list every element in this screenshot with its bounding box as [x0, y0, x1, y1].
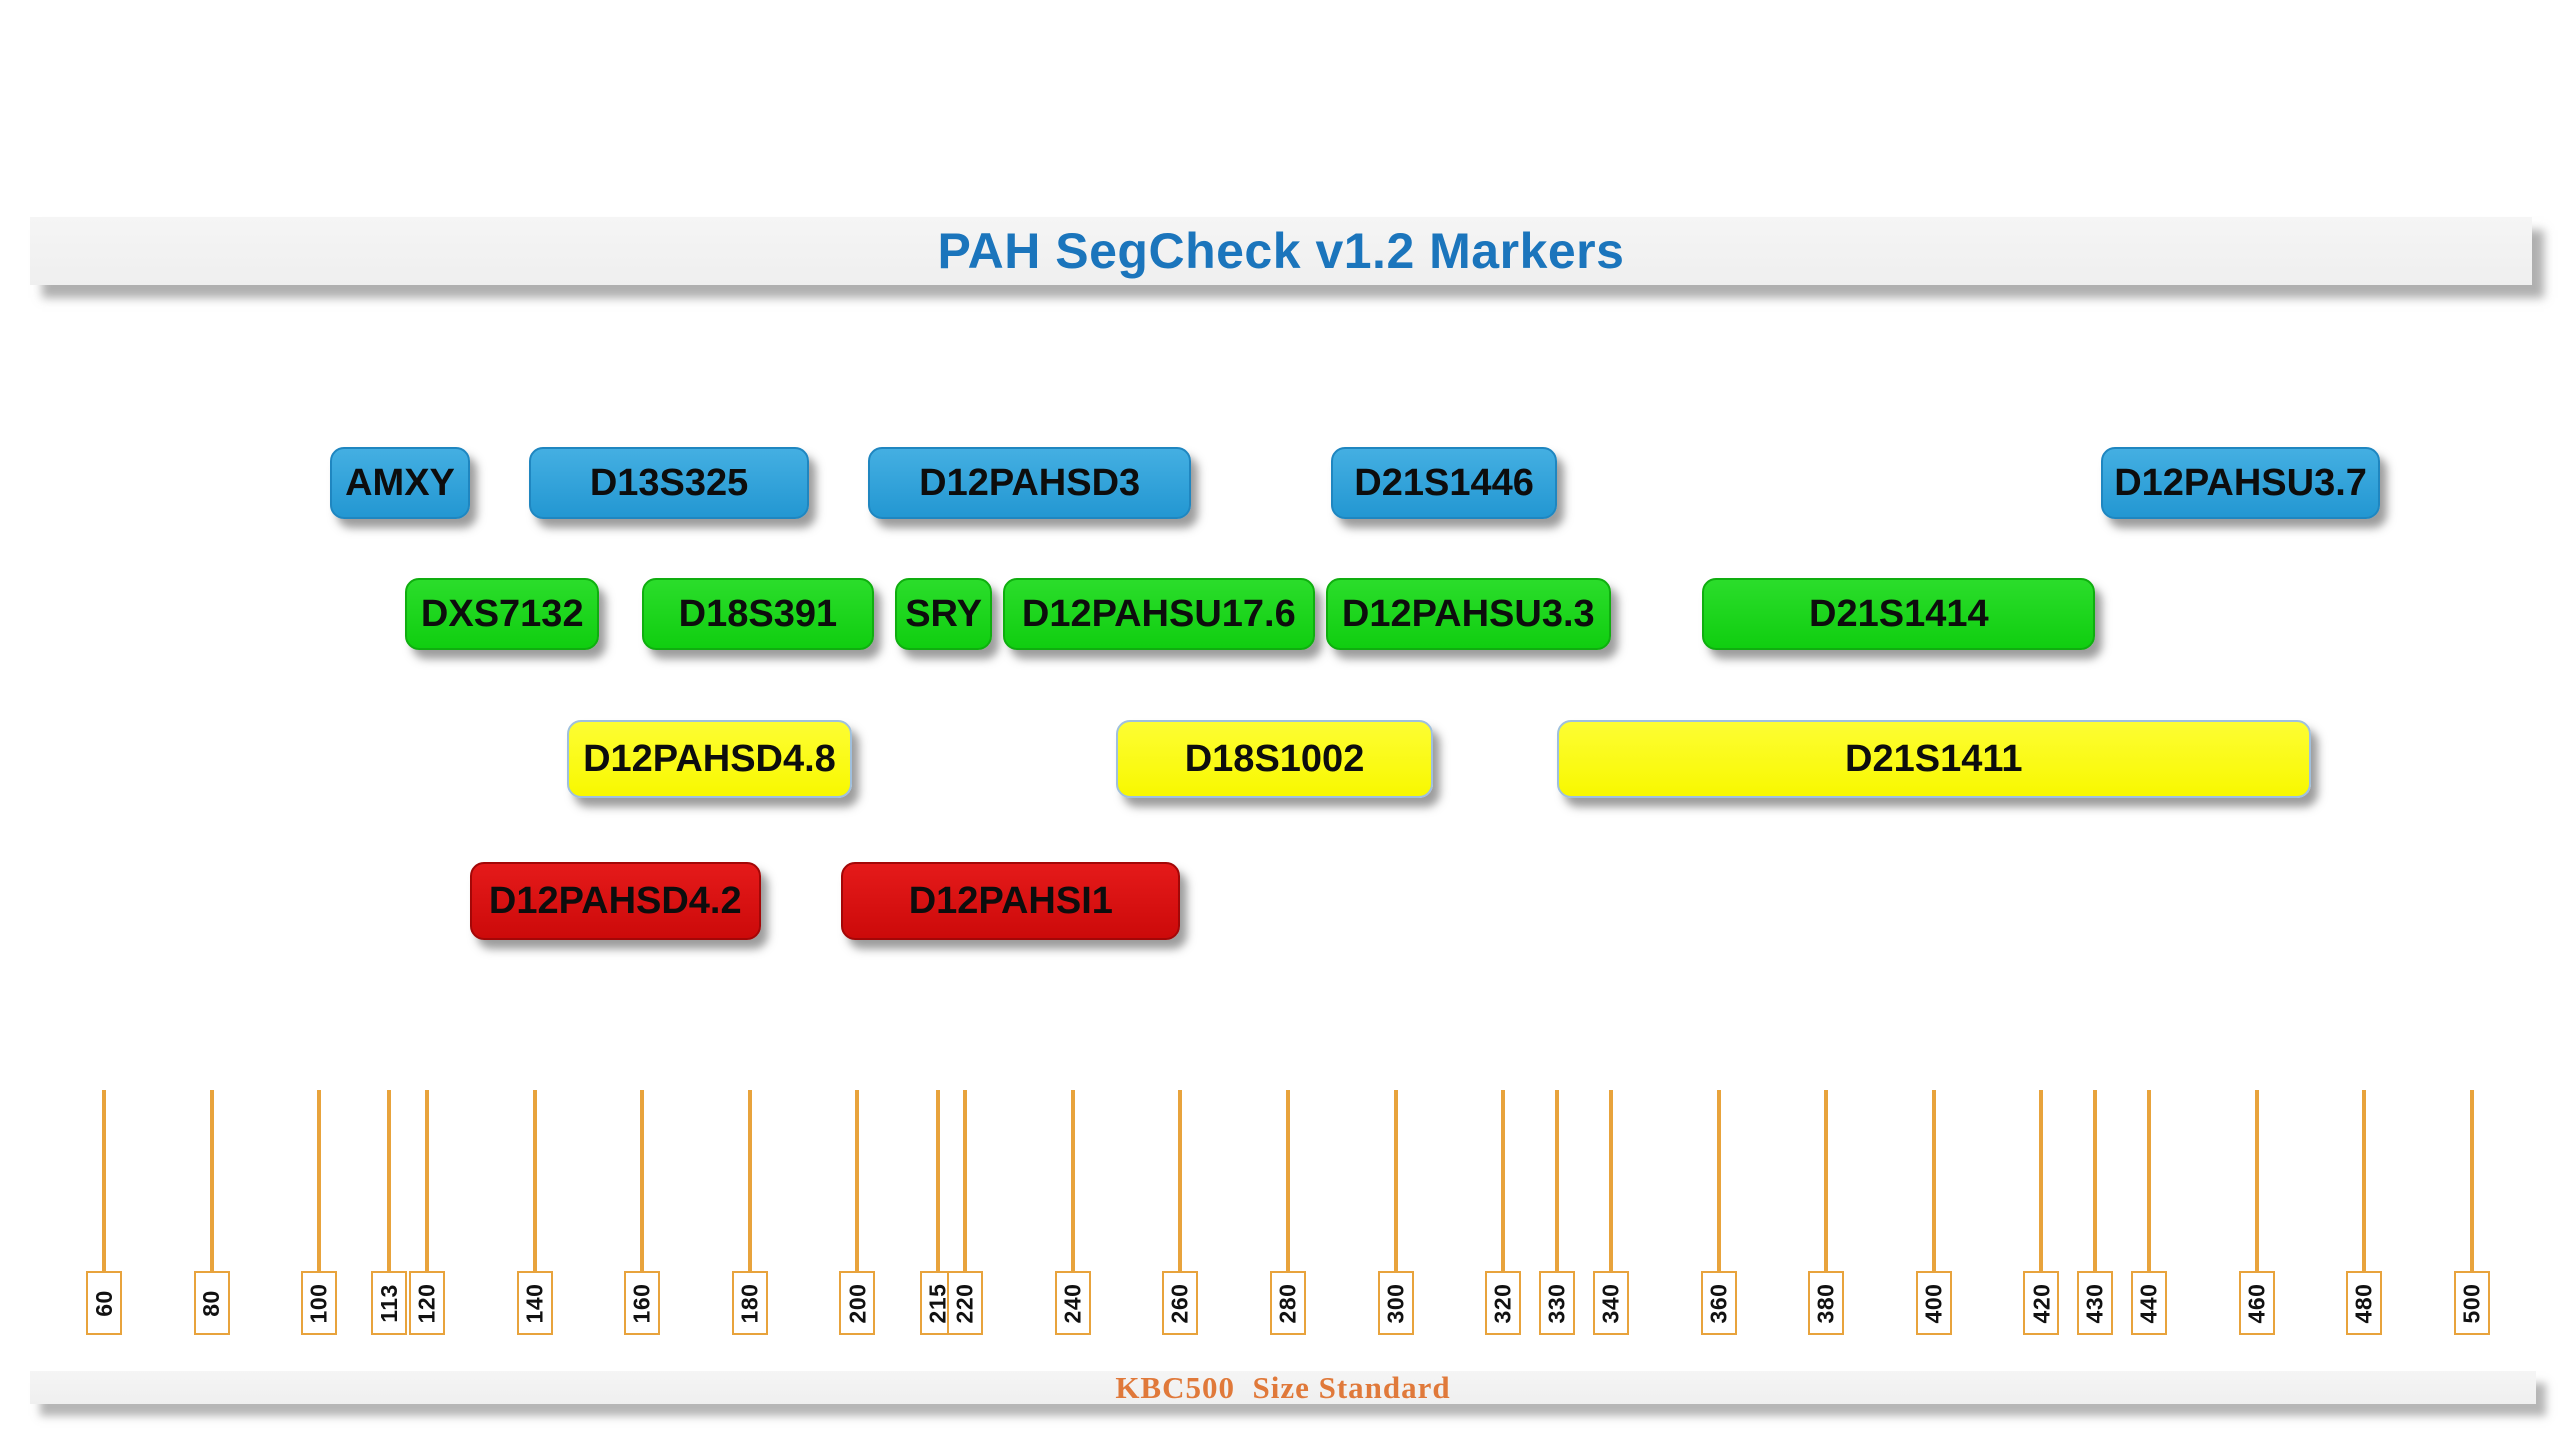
ruler-tick-line: [317, 1090, 322, 1271]
ruler-tick-line: [1824, 1090, 1829, 1271]
ruler-tick-line: [2093, 1090, 2098, 1271]
ruler-tick-label: 260: [1162, 1271, 1199, 1335]
ruler-tick-line: [1716, 1090, 1721, 1271]
ruler-tick-line: [1393, 1090, 1398, 1271]
ruler-tick-label: 300: [1377, 1271, 1414, 1335]
ruler-tick-line: [1931, 1090, 1936, 1271]
ruler-tick-line: [424, 1090, 429, 1271]
ruler-tick-label: 113: [371, 1271, 408, 1335]
ruler-tick-line: [855, 1090, 860, 1271]
ruler-tick-line: [1178, 1090, 1183, 1271]
page-title: PAH SegCheck v1.2 Markers: [937, 223, 1625, 279]
ruler-tick-label: 120: [408, 1271, 445, 1335]
ruler-tick-line: [2470, 1090, 2474, 1271]
marker-d12pahsu3-3: D12PAHSU3.3: [1325, 578, 1611, 650]
ruler-tick-label: 380: [1808, 1271, 1845, 1335]
ruler-tick-line: [209, 1090, 214, 1271]
ruler-tick-label: 480: [2346, 1271, 2383, 1335]
ruler-tick-label: 330: [1539, 1271, 1576, 1335]
ruler-tick-label: 60: [86, 1271, 122, 1335]
footer-bar: KBC500 Size Standard: [30, 1369, 2536, 1405]
marker-d12pahsd3: D12PAHSD3: [868, 447, 1192, 519]
ruler-tick-line: [936, 1090, 941, 1271]
marker-sry: SRY: [895, 578, 992, 650]
ruler-tick-line: [102, 1090, 106, 1271]
ruler-tick-label: 460: [2238, 1271, 2275, 1335]
marker-d12pahsd4-2: D12PAHSD4.2: [469, 862, 761, 940]
ruler-tick-line: [747, 1090, 752, 1271]
ruler-tick-line: [1070, 1090, 1075, 1271]
ruler-tick-label: 280: [1270, 1271, 1306, 1335]
marker-amxy: AMXY: [330, 447, 470, 519]
ruler-tick-line: [963, 1090, 968, 1271]
ruler-tick-label: 240: [1054, 1271, 1091, 1335]
ruler-tick-line: [2362, 1090, 2367, 1271]
marker-d12pahsu17-6: D12PAHSU17.6: [1002, 578, 1315, 650]
ruler-tick-label: 100: [301, 1271, 338, 1335]
marker-d13s325: D13S325: [529, 447, 809, 519]
ruler-tick-label: 430: [2077, 1271, 2114, 1335]
marker-d12pahsi1: D12PAHSI1: [841, 862, 1181, 940]
ruler-tick-line: [640, 1090, 645, 1271]
ruler-tick-label: 180: [731, 1271, 768, 1335]
marker-d21s1446: D21S1446: [1331, 447, 1558, 519]
ruler-tick-label: 200: [839, 1271, 876, 1335]
marker-d18s391: D18S391: [642, 578, 874, 650]
marker-d21s1411: D21S1411: [1557, 720, 2311, 798]
ruler-tick-label: 340: [1592, 1271, 1629, 1335]
ruler-tick-label: 160: [624, 1271, 661, 1335]
ruler-tick-line: [1608, 1090, 1613, 1271]
ruler-tick-label: 500: [2454, 1271, 2490, 1335]
ruler-tick-label: 360: [1700, 1271, 1737, 1335]
marker-dxs7132: DXS7132: [405, 578, 600, 650]
marker-d21s1414: D21S1414: [1702, 578, 2096, 650]
ruler-tick-line: [2039, 1090, 2044, 1271]
ruler-tick-line: [2254, 1090, 2259, 1271]
ruler-tick-line: [1286, 1090, 1290, 1271]
ruler-tick-line: [1555, 1090, 1560, 1271]
marker-d12pahsd4-8: D12PAHSD4.8: [566, 720, 853, 798]
ruler-tick-line: [2147, 1090, 2152, 1271]
ruler-tick-label: 80: [193, 1271, 230, 1335]
ruler-tick-line: [1501, 1090, 1506, 1271]
ruler-tick-line: [532, 1090, 537, 1271]
ruler-tick-label: 420: [2023, 1271, 2060, 1335]
title-bar: PAH SegCheck v1.2 Markers: [30, 217, 2532, 285]
ruler-tick-label: 400: [1915, 1271, 1952, 1335]
ruler-tick-label: 440: [2131, 1271, 2168, 1335]
ruler-tick-line: [387, 1090, 392, 1271]
ruler-tick-label: 320: [1485, 1271, 1522, 1335]
ruler-tick-label: 220: [947, 1271, 984, 1335]
size-standard-label: KBC500 Size Standard: [1115, 1369, 1451, 1405]
ruler-tick-label: 140: [516, 1271, 553, 1335]
marker-d18s1002: D18S1002: [1115, 720, 1434, 798]
marker-d12pahsu3-7: D12PAHSU3.7: [2100, 447, 2381, 519]
